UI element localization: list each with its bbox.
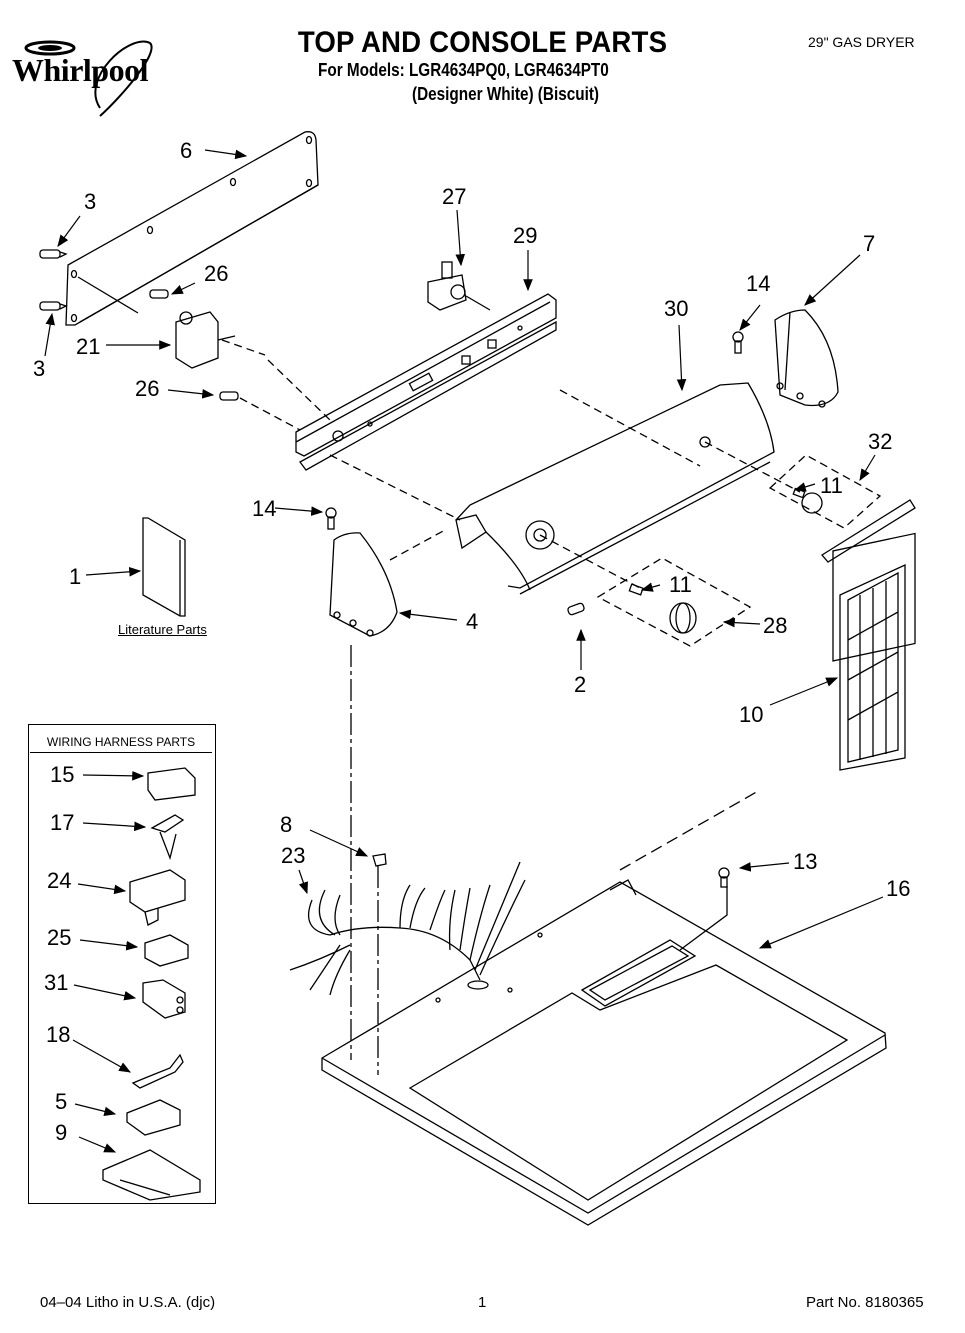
harness-part-25[interactable]: [144, 934, 189, 967]
product-type: 29" GAS DRYER: [808, 34, 915, 50]
console-part-30[interactable]: [329, 382, 801, 595]
wiring-harness-title: WIRING HARNESS PARTS: [46, 735, 196, 749]
harness-part-9[interactable]: [102, 1149, 201, 1201]
harness-callout-31: 31: [44, 970, 69, 995]
callout-14: 14: [252, 496, 277, 521]
harness-part-18[interactable]: [131, 1053, 184, 1089]
harness-callout-15: 15: [50, 762, 75, 787]
harness-callout-25: 25: [47, 925, 72, 950]
harness-part-24[interactable]: [129, 869, 186, 926]
callout-4: 4: [466, 609, 479, 634]
top-panel-part-16[interactable]: [321, 789, 887, 1226]
callout-26: 26: [204, 261, 229, 286]
harness-callout-24: 24: [47, 868, 72, 893]
harness-part-31[interactable]: [142, 979, 186, 1019]
callout-11: 11: [669, 572, 692, 597]
harness-callout-5: 5: [55, 1089, 68, 1114]
screw-part-13[interactable]: [718, 867, 730, 888]
rear-panel-part-6[interactable]: [65, 131, 319, 326]
callout-27: 27: [442, 184, 467, 209]
callout-14: 14: [746, 271, 771, 296]
clip-part-8[interactable]: [372, 853, 387, 1075]
callout-32: 32: [868, 429, 893, 454]
callout-21: 21: [76, 334, 101, 359]
wire-harness-part-23[interactable]: [289, 861, 526, 996]
screw-part-14[interactable]: [325, 507, 337, 530]
brand-name: Whirlpool: [12, 52, 148, 88]
screw-part-2[interactable]: [567, 602, 585, 616]
callout-3: 3: [84, 189, 97, 214]
callout-23: 23: [281, 843, 306, 868]
harness-part-15[interactable]: [147, 767, 196, 801]
whirlpool-logo: [24, 40, 153, 117]
screw-part-26[interactable]: [149, 289, 169, 299]
literature-part-1[interactable]: [142, 517, 186, 617]
callout-8: 8: [280, 812, 293, 837]
callout-26: 26: [135, 376, 160, 401]
callout-11: 11: [820, 473, 843, 498]
console-bracket-part-29[interactable]: [239, 293, 557, 471]
callout-3: 3: [33, 356, 46, 381]
callout-1: 1: [69, 564, 82, 589]
callout-16: 16: [886, 876, 911, 901]
callout-30: 30: [664, 296, 689, 321]
color-variants: (Designer White) (Biscuit): [412, 84, 600, 104]
harness-callout-9: 9: [55, 1120, 68, 1145]
end-cap-part-7[interactable]: [774, 309, 839, 408]
part-number: Part No. 8180365: [806, 1294, 924, 1311]
harness-part-17[interactable]: [150, 814, 185, 861]
callout-28: 28: [763, 613, 788, 638]
lint-screen-part-10[interactable]: [821, 499, 916, 771]
screw-part-14[interactable]: [732, 331, 744, 354]
page-number: 1: [478, 1294, 487, 1311]
switch-part-27[interactable]: [427, 261, 491, 311]
callout-29: 29: [513, 223, 538, 248]
wiring-harness-divider: [30, 752, 212, 753]
screw-part-26[interactable]: [219, 391, 239, 401]
print-info: 04–04 Litho in U.S.A. (djc): [40, 1294, 216, 1311]
screw-part-3[interactable]: [39, 249, 68, 259]
wiring-harness-box: [28, 724, 216, 1204]
harness-part-5[interactable]: [126, 1099, 181, 1136]
callout-10: 10: [739, 702, 764, 727]
callout-2: 2: [574, 672, 587, 697]
callout-13: 13: [793, 849, 818, 874]
models-line: For Models: LGR4634PQ0, LGR4634PT0: [318, 60, 609, 80]
page-title: TOP AND CONSOLE PARTS: [297, 26, 668, 59]
literature-parts-label: Literature Parts: [118, 622, 207, 637]
harness-callout-17: 17: [50, 810, 75, 835]
callout-7: 7: [863, 231, 876, 256]
switch-part-21[interactable]: [175, 311, 266, 369]
screw-part-3[interactable]: [39, 301, 68, 311]
end-cap-part-4[interactable]: [329, 529, 446, 1060]
leader-arrows: [44, 149, 884, 1153]
callout-6: 6: [180, 138, 193, 163]
harness-callout-18: 18: [46, 1022, 71, 1047]
